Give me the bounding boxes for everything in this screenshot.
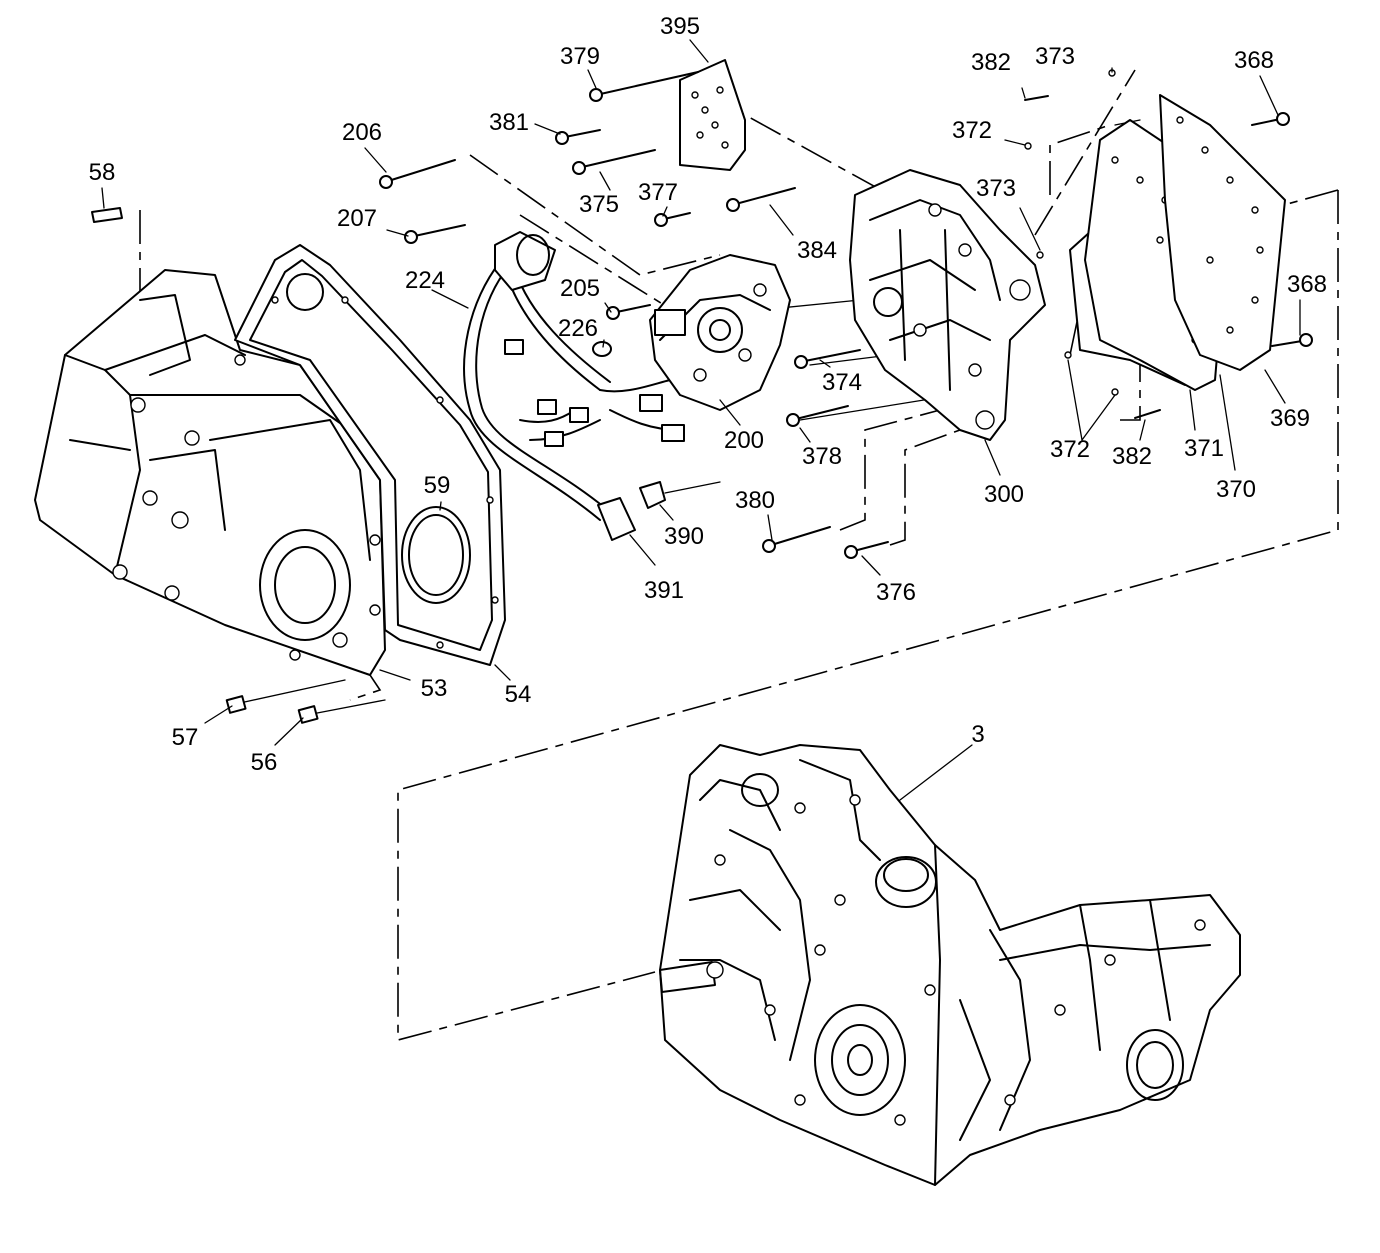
callout-207: 207 xyxy=(337,205,377,232)
callout-372-top: 372 xyxy=(952,117,992,144)
callout-373-top: 373 xyxy=(1035,43,1075,70)
callout-382-top: 382 xyxy=(971,49,1011,76)
clip-390 xyxy=(639,481,666,509)
callout-390: 390 xyxy=(664,523,704,550)
callout-379: 379 xyxy=(560,43,600,70)
retainer-226 xyxy=(592,341,612,357)
callout-58: 58 xyxy=(89,159,116,186)
callout-378: 378 xyxy=(802,443,842,470)
callout-368-top: 368 xyxy=(1234,47,1274,74)
callout-200: 200 xyxy=(724,427,764,454)
cover-gasket-54 xyxy=(234,244,506,666)
callout-labels: 58 206 207 224 379 395 381 375 377 384 2… xyxy=(89,13,1327,776)
callout-375: 375 xyxy=(579,191,619,218)
callout-369: 369 xyxy=(1270,405,1310,432)
callout-376: 376 xyxy=(876,579,916,606)
callout-224: 224 xyxy=(405,267,445,294)
callout-56: 56 xyxy=(251,749,278,776)
callout-382-bottom: 382 xyxy=(1112,443,1152,470)
bolts-valve-body xyxy=(379,69,1313,559)
seal-ring-59 xyxy=(401,506,471,604)
connector-391 xyxy=(597,497,636,541)
callout-381: 381 xyxy=(489,109,529,136)
callout-57: 57 xyxy=(172,724,199,751)
callout-226: 226 xyxy=(558,315,598,342)
callout-377: 377 xyxy=(638,179,678,206)
callout-373-mid: 373 xyxy=(976,175,1016,202)
callout-372-bottom: 372 xyxy=(1050,436,1090,463)
callout-395: 395 xyxy=(660,13,700,40)
callout-391: 391 xyxy=(644,577,684,604)
wiring-harness-224 xyxy=(463,231,685,521)
callout-370: 370 xyxy=(1216,476,1256,503)
switch-assembly-200 xyxy=(649,254,791,411)
callout-206: 206 xyxy=(342,119,382,146)
callout-leaders xyxy=(101,39,1301,801)
callout-59: 59 xyxy=(424,472,451,499)
callout-300: 300 xyxy=(984,481,1024,508)
callout-368-right: 368 xyxy=(1287,271,1327,298)
bolts-56-57-58 xyxy=(91,207,319,724)
callout-205: 205 xyxy=(560,275,600,302)
spacer-plate-369 xyxy=(1159,94,1286,371)
plate-395 xyxy=(679,59,746,171)
callout-380: 380 xyxy=(735,487,775,514)
valve-body-300 xyxy=(849,169,1046,441)
transmission-assembly-3 xyxy=(659,744,1241,1186)
callout-384: 384 xyxy=(797,237,837,264)
callout-371: 371 xyxy=(1184,435,1224,462)
side-cover-53 xyxy=(34,269,386,676)
callout-374: 374 xyxy=(822,369,862,396)
callout-54: 54 xyxy=(505,681,532,708)
callout-53: 53 xyxy=(421,675,448,702)
callout-3: 3 xyxy=(971,721,984,748)
